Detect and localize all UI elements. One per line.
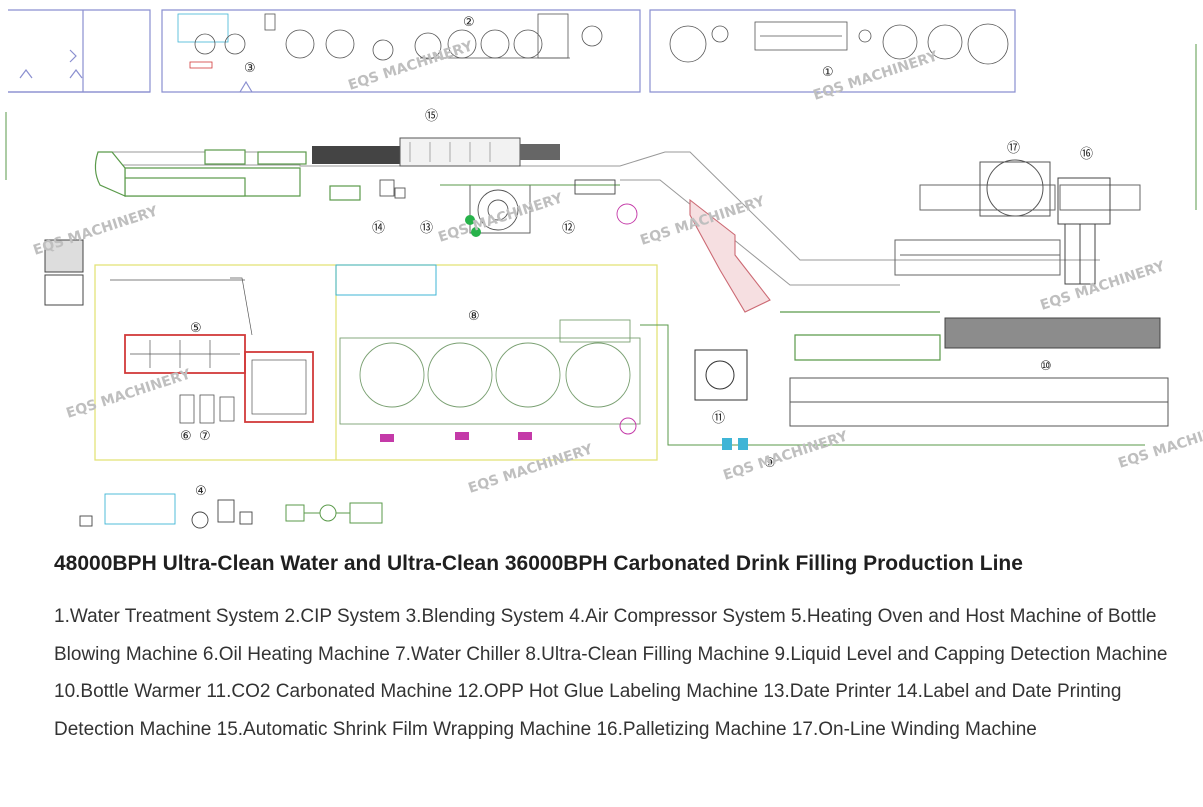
winding-machine [979,159,1051,217]
marker-6: ⑥ [180,429,192,444]
cip-system-equipment [414,13,603,60]
marker-4: ④ [195,484,207,499]
marker-1: ① [822,65,834,80]
marker-10: ⑩ [1040,359,1052,374]
watermark-5: EQS MACHINERY [638,193,767,249]
blending-system-equipment [177,13,394,69]
marker-15: ⑮ [425,109,438,124]
diagram-title: 48000BPH Ultra-Clean Water and Ultra-Cle… [54,552,1023,575]
marker-12: ⑫ [562,221,575,236]
building-walls [8,9,1016,93]
palletizer-conveyors [894,184,1141,276]
watermark-4: EQS MACHINERY [436,190,565,246]
shrink-wrap-tunnel [312,146,402,164]
marker-17: ⑰ [1007,141,1020,156]
compressor-extension [285,502,383,524]
marker-8: ⑧ [468,309,480,324]
dark-buffer-conveyor [944,317,1161,349]
labeling-machine [440,179,620,234]
detection-station [379,179,638,225]
watermark-7: EQS MACHINERY [64,366,193,422]
watermark-9: EQS MACHINERY [721,428,850,484]
watermark-8: EQS MACHINERY [466,441,595,497]
watermark-1: EQS MACHINERY [346,38,475,94]
co2-carbonation-machine [694,349,748,401]
marker-13: ⑬ [420,221,433,236]
palletizing-machine [1057,177,1111,285]
marker-16: ⑯ [1080,147,1093,162]
marker-3: ③ [244,61,256,76]
watermarks: EQS MACHINERY EQS MACHINERY EQS MACHINER… [31,38,1203,497]
marker-14: ⑭ [372,221,385,236]
marker-2: ② [463,15,475,30]
bottle-warmer [789,377,1169,427]
water-treatment-equipment [669,21,1009,65]
marker-9: ⑨ [764,456,776,471]
equipment-legend: 1.Water Treatment System 2.CIP System 3.… [54,606,1168,740]
watermark-6: EQS MACHINERY [1038,258,1167,314]
cyan-air-conveyor-room [335,264,437,296]
air-compressor-system [79,493,253,529]
green-conveyor-sections [94,149,361,201]
production-line-layout-diagram: ① ② ③ ④ ⑤ ⑥ ⑦ ⑧ ⑨ ⑩ ⑪ ⑫ ⑬ ⑭ ⑮ ⑯ ⑰ EQS MA… [5,9,1203,529]
green-warmer-conveyor [780,311,941,361]
oil-heater-and-chiller [179,394,235,424]
ultra-clean-filling-machine [339,319,641,425]
circled-markers: ① ② ③ ④ ⑤ ⑥ ⑦ ⑧ ⑨ ⑩ ⑪ ⑫ ⑬ ⑭ ⑮ ⑯ ⑰ [180,15,1093,499]
heating-oven-host-machine [124,334,314,423]
marker-5: ⑤ [190,321,202,336]
preform-hopper [44,239,84,306]
marker-11: ⑪ [712,411,725,426]
liquid-level-detector [722,438,748,450]
watermark-3: EQS MACHINERY [31,203,160,259]
shrink-wrap-machine [399,137,521,167]
shrink-wrap-outfeed [520,144,560,160]
marker-7: ⑦ [199,429,211,444]
detection-conveyor [640,324,1145,446]
date-printer [465,215,481,237]
pink-conveyor [689,198,771,313]
watermark-10: EQS MACHINERY [1116,416,1203,472]
